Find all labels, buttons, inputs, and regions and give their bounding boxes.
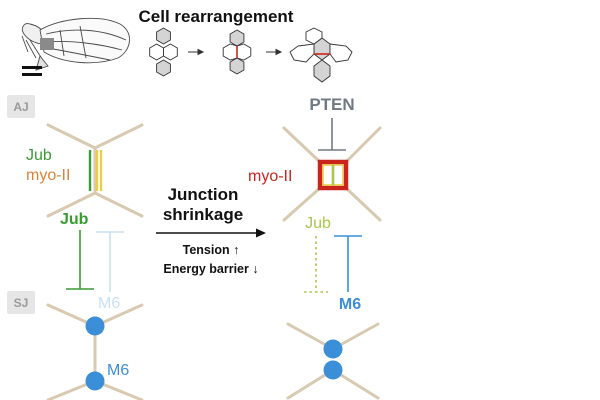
before-pathway-jub-label: Jub	[60, 211, 89, 228]
pten-inhibits-myo	[318, 118, 346, 151]
after-sj-m6-dot-top	[323, 339, 343, 359]
energy-barrier-label: Energy barrier ↓	[163, 262, 258, 276]
aj-layer-tag: AJ	[7, 95, 35, 118]
arrow-stage-2-to-3	[266, 48, 283, 56]
fly-wing-illustration	[21, 17, 130, 71]
scale-bar-2	[22, 73, 42, 76]
pten-label: PTEN	[309, 95, 354, 114]
after-myo-ring	[317, 159, 349, 191]
after-myo-label: myo-II	[248, 168, 292, 185]
before-sj-m6-dot-top	[85, 316, 105, 336]
after-jub-label: Jub	[305, 215, 331, 232]
before-aj-myo-label: myo-II	[26, 167, 70, 184]
figure-title: Cell rearrangement	[139, 7, 294, 26]
tension-label: Tension ↑	[183, 243, 240, 257]
before-aj-junction	[46, 123, 144, 218]
after-sj-m6-dot-bottom	[323, 360, 343, 380]
before-aj-jub-label: Jub	[26, 147, 52, 164]
after-jub-inhibits-m6	[304, 236, 328, 293]
arrow-title-line1: Junction	[168, 185, 239, 204]
junction-shrinkage-arrow	[156, 228, 266, 238]
sj-layer-tag: SJ	[7, 291, 35, 314]
hexagon-stage-3	[289, 27, 353, 83]
before-sj-m6-label: M6	[107, 362, 129, 379]
hexagon-stage-2	[222, 29, 252, 75]
arrow-stage-1-to-2	[188, 48, 205, 56]
before-sj-m6-dot-bottom	[85, 371, 105, 391]
before-aj-markers	[88, 150, 103, 191]
after-m6-label: M6	[339, 296, 361, 313]
arrow-title-line2: shrinkage	[163, 205, 243, 224]
scale-bar-1	[22, 66, 42, 69]
before-pathway-m6-label: M6	[98, 295, 120, 312]
after-m6-inhibits-jub	[334, 235, 362, 292]
sj-layer-label: SJ	[14, 296, 29, 310]
hexagon-stage-1	[149, 27, 178, 77]
before-jub-inhibits-m6	[66, 230, 94, 290]
before-m6-inhibits-jub	[96, 231, 124, 292]
aj-layer-label: AJ	[13, 100, 28, 114]
